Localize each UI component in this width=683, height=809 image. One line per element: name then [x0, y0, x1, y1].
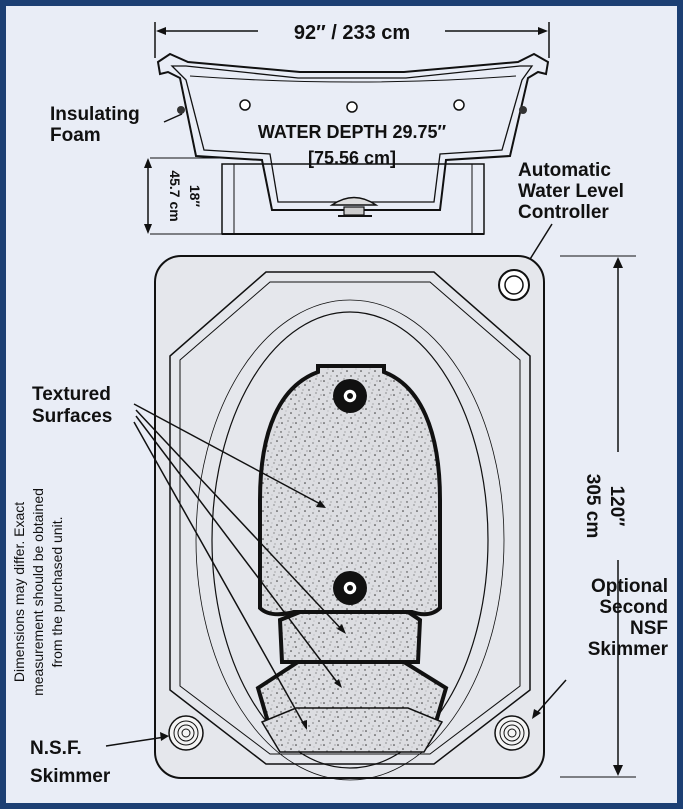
jet-icon [346, 101, 358, 113]
disclaimer-line-1: Dimensions may differ. Exact [11, 502, 27, 682]
textured-surfaces-callout: Textured Surfaces [32, 384, 346, 730]
textured-surfaces-label-1: Textured [32, 384, 111, 405]
pool-top-view [154, 255, 545, 781]
disclaimer-line-2: measurement should be obtained [30, 488, 46, 696]
optional-skimmer-label-2: Second [599, 597, 668, 618]
insulating-foam-callout: Insulating Foam [50, 104, 183, 146]
skimmer-icon [168, 715, 204, 751]
base-height-label-1: 18″ [187, 185, 203, 208]
insulating-foam-label-2: Foam [50, 125, 101, 146]
water-depth-metric-label: [75.56 cm] [308, 148, 396, 168]
jet-icon [333, 379, 367, 413]
disclaimer: Dimensions may differ. Exact measurement… [11, 488, 65, 696]
textured-surfaces-label-2: Surfaces [32, 406, 112, 427]
auto-level-label-3: Controller [518, 202, 609, 223]
nsf-skimmer-label-2: Skimmer [30, 766, 111, 787]
jet-icon [519, 106, 527, 114]
jet-icon [333, 571, 367, 605]
water-depth-label: WATER DEPTH 29.75″ [258, 122, 447, 142]
length-dimension-label-2: 305 cm [582, 474, 603, 538]
jet-icon [239, 99, 251, 111]
optional-skimmer-label-4: Skimmer [588, 639, 669, 660]
width-dimension-label: 92″ / 233 cm [294, 22, 410, 44]
length-dimension: 120″ 305 cm [560, 255, 636, 778]
nsf-skimmer-label-1: N.S.F. [30, 738, 82, 759]
level-controller-icon [498, 269, 530, 301]
base-height-dimension: 18″ 45.7 cm [144, 157, 222, 235]
pool-cross-section [156, 52, 550, 235]
optional-skimmer-label-3: NSF [630, 618, 668, 639]
jet-icon [177, 106, 185, 114]
disclaimer-line-3: from the purchased unit. [49, 517, 65, 668]
base-height-label-2: 45.7 cm [167, 170, 183, 221]
optional-skimmer-callout: Optional Second NSF Skimmer [532, 576, 669, 719]
pool-diagram: 92″ / 233 cm WATER DEPTH 29.75″ [75.56 c… [11, 22, 669, 787]
drain-icon [329, 196, 379, 217]
auto-level-controller-callout: Automatic Water Level Controller [518, 160, 624, 268]
auto-level-label-2: Water Level [518, 181, 624, 202]
width-dimension: 92″ / 233 cm [154, 22, 550, 58]
diagram-frame: 92″ / 233 cm WATER DEPTH 29.75″ [75.56 c… [6, 6, 677, 803]
length-dimension-label-1: 120″ [606, 486, 627, 527]
jet-icon [453, 99, 465, 111]
nsf-skimmer-callout: N.S.F. Skimmer [30, 732, 169, 787]
insulating-foam-label-1: Insulating [50, 104, 140, 125]
optional-skimmer-label-1: Optional [591, 576, 668, 597]
skimmer-icon [494, 715, 530, 751]
auto-level-label-1: Automatic [518, 160, 611, 181]
